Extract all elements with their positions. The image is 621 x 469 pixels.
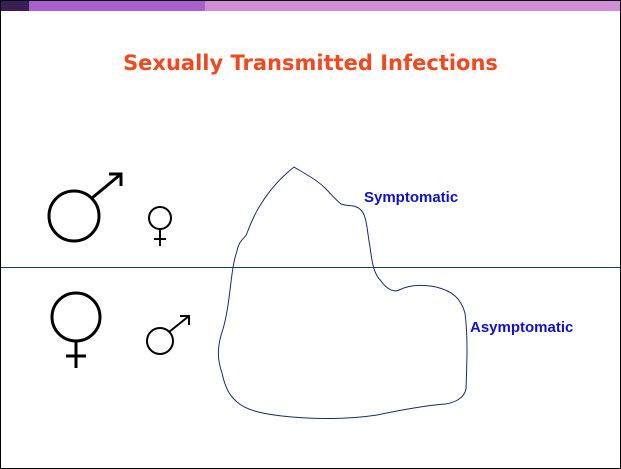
symptomatic-label: Symptomatic	[364, 189, 458, 206]
male-symbol-small-icon	[147, 316, 189, 354]
asymptomatic-label: Asymptomatic	[470, 319, 573, 336]
female-symbol-large-icon	[52, 293, 100, 368]
female-symbol-small-icon	[149, 207, 171, 246]
male-symbol-large-icon	[49, 174, 121, 241]
